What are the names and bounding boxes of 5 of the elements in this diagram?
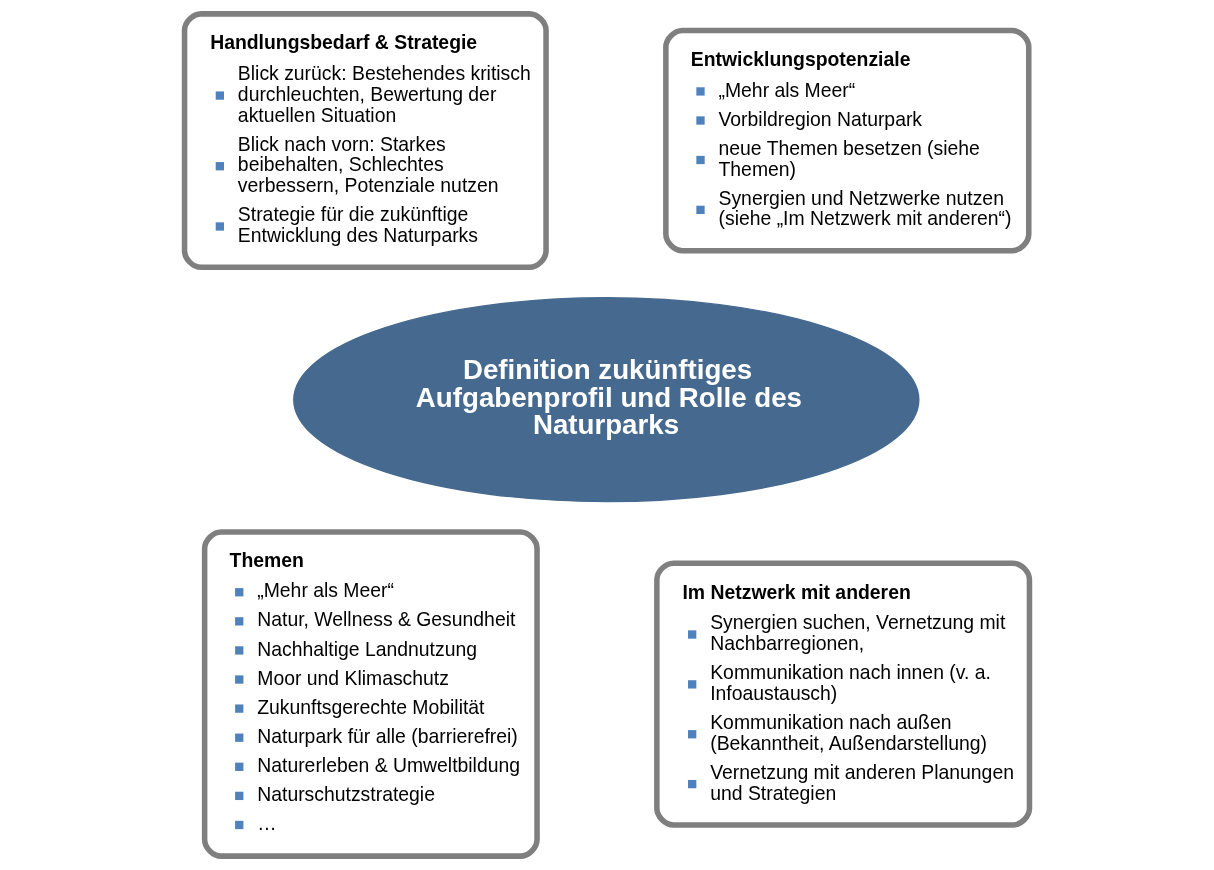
node-box: Im Netzwerk mit anderen Synergien suchen, Vernetzung mit Nachbarregionen, Kommunikation nach innen (v. a. Infoaustausch) Kommunikation nach außen (Bekanntheit, Außendarstellung) Vernetzung mit anderen Planungen und Strategien bbox=[654, 560, 1033, 828]
node-ellipse: Definition zukünftiges Aufgabenprofil und Rolle des Naturparks bbox=[293, 297, 920, 503]
node-box: Entwicklungspotenziale „Mehr als Meer“ Vorbildregion Naturpark neue Themen besetzen (siehe Themen) Synergien und Netzwerke nutzen (siehe „Im Netzwerk mit anderen“) bbox=[663, 27, 1032, 254]
node-box: Handlungsbedarf & Strategie Blick zurück: Bestehendes kritisch durchleuchten, Bewertung der aktuellen Situation Blick nach vorn: Starkes beibehalten, Schlechtes verbessern, Potenziale nutzen Strategie für die zukünftige Entwicklung des Naturparks bbox=[181, 11, 549, 271]
node-box: Themen „Mehr als Meer“ Natur, Wellness & Gesundheit Nachhaltige Landnutzung Moor und Klimaschutz Zukunftsgerechte Mobilität Naturpark für alle (barrierefrei) Naturerleben & Umweltbildung Naturschutzstrategie … bbox=[201, 529, 540, 859]
